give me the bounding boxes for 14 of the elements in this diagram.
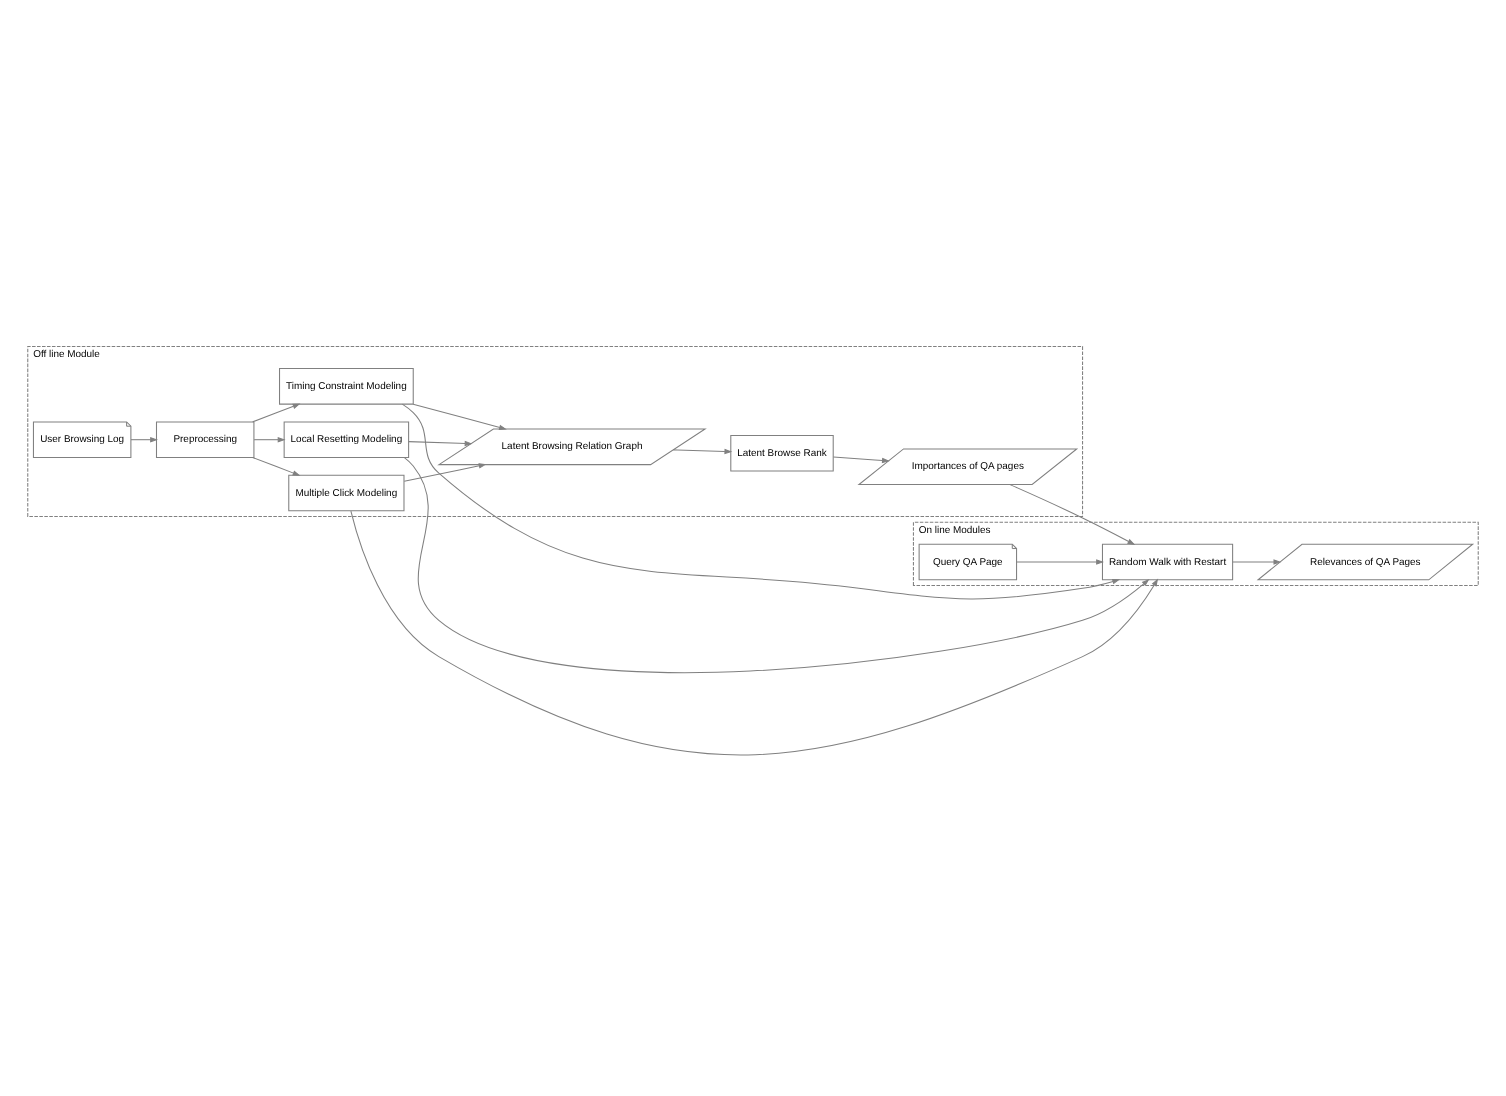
- arrow: [672, 448, 733, 455]
- arrow: [252, 403, 301, 423]
- arrow: [403, 463, 487, 482]
- arrow: [1232, 559, 1282, 565]
- arrow: [832, 456, 890, 464]
- arrow: [130, 436, 158, 443]
- arrow: [412, 403, 507, 431]
- arrow: [253, 436, 286, 443]
- arrow: [401, 403, 1121, 600]
- arrow: [350, 510, 1159, 756]
- arrow: [252, 457, 301, 476]
- arrow: [1016, 559, 1104, 565]
- arrow: [403, 457, 1150, 674]
- arrow: [408, 440, 473, 447]
